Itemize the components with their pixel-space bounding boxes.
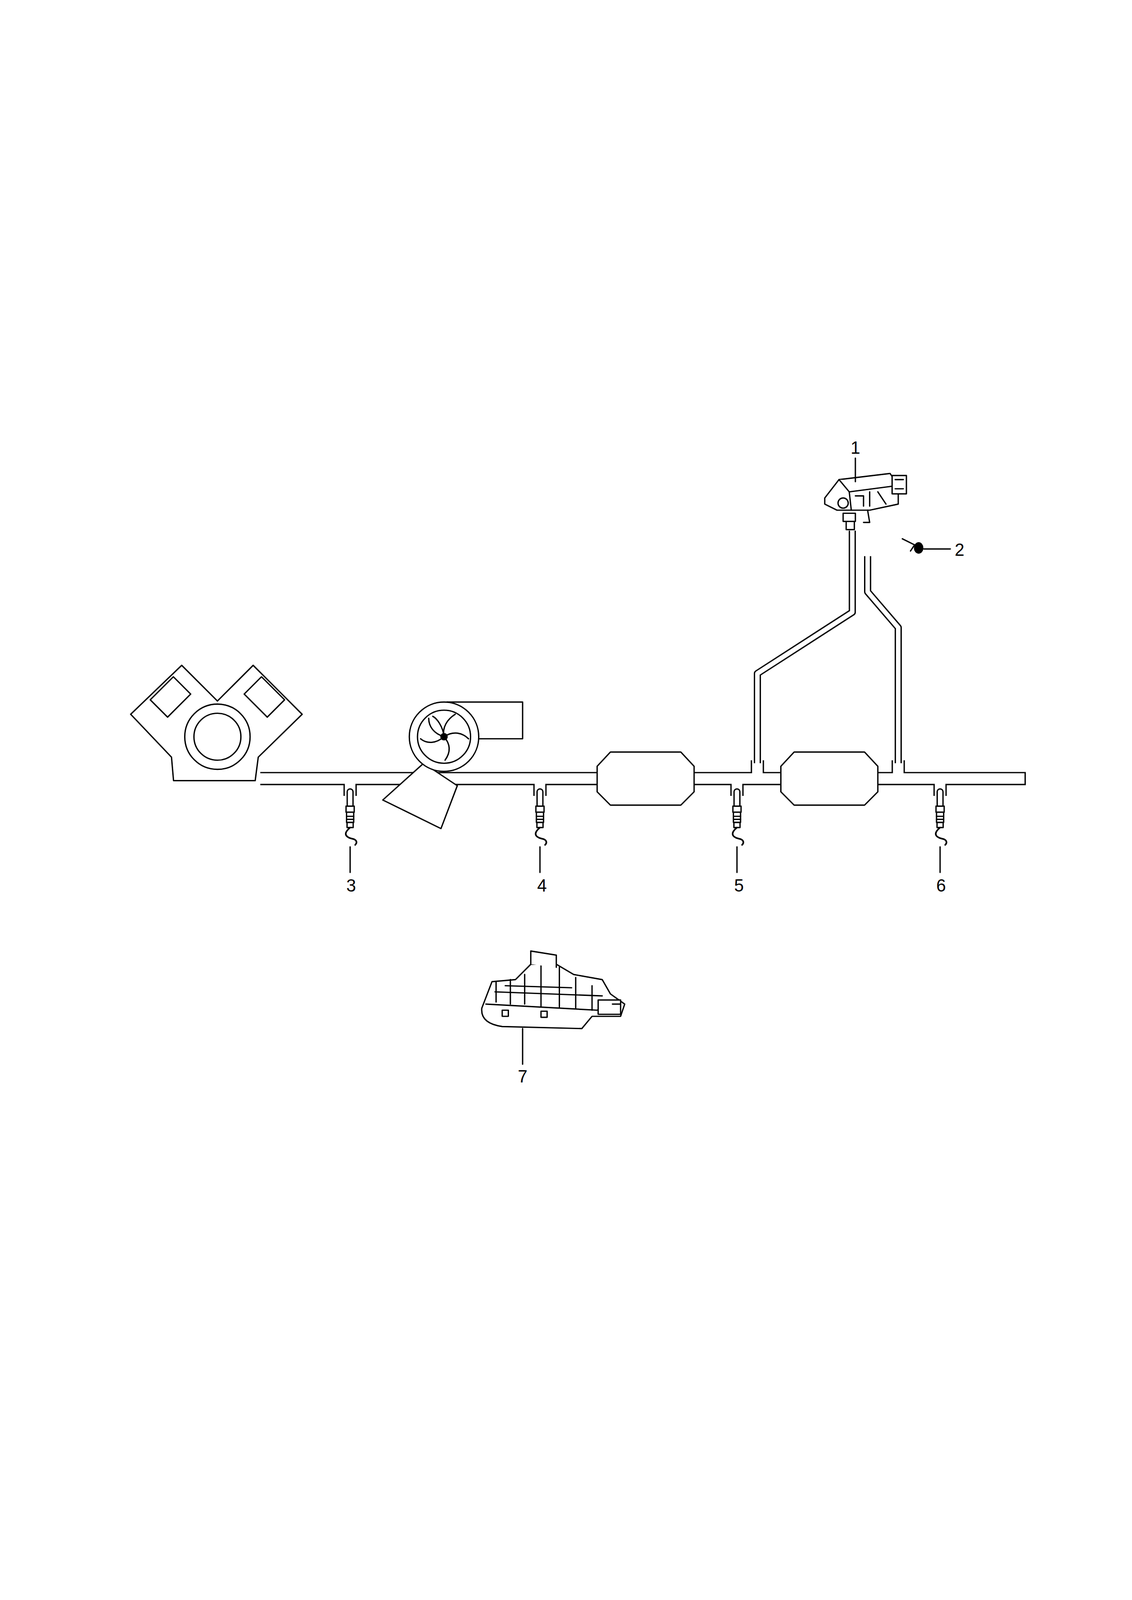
control-module (481, 951, 625, 1029)
leader-lines (349, 458, 951, 1065)
turbocharger-symbol (382, 702, 523, 829)
screw (902, 539, 923, 554)
callout-number: 7 (515, 1067, 530, 1087)
pressure-hoses (757, 529, 899, 765)
pressure-sensor (824, 473, 907, 530)
callout-number: 4 (535, 876, 549, 896)
exhaust-sensors (345, 792, 947, 845)
callout-number: 3 (344, 876, 358, 896)
engine-symbol (130, 665, 303, 781)
callout-number: 2 (952, 540, 967, 560)
callout-number: 6 (934, 876, 948, 896)
callout-number: 5 (732, 876, 746, 896)
callout-number: 1 (848, 438, 862, 458)
